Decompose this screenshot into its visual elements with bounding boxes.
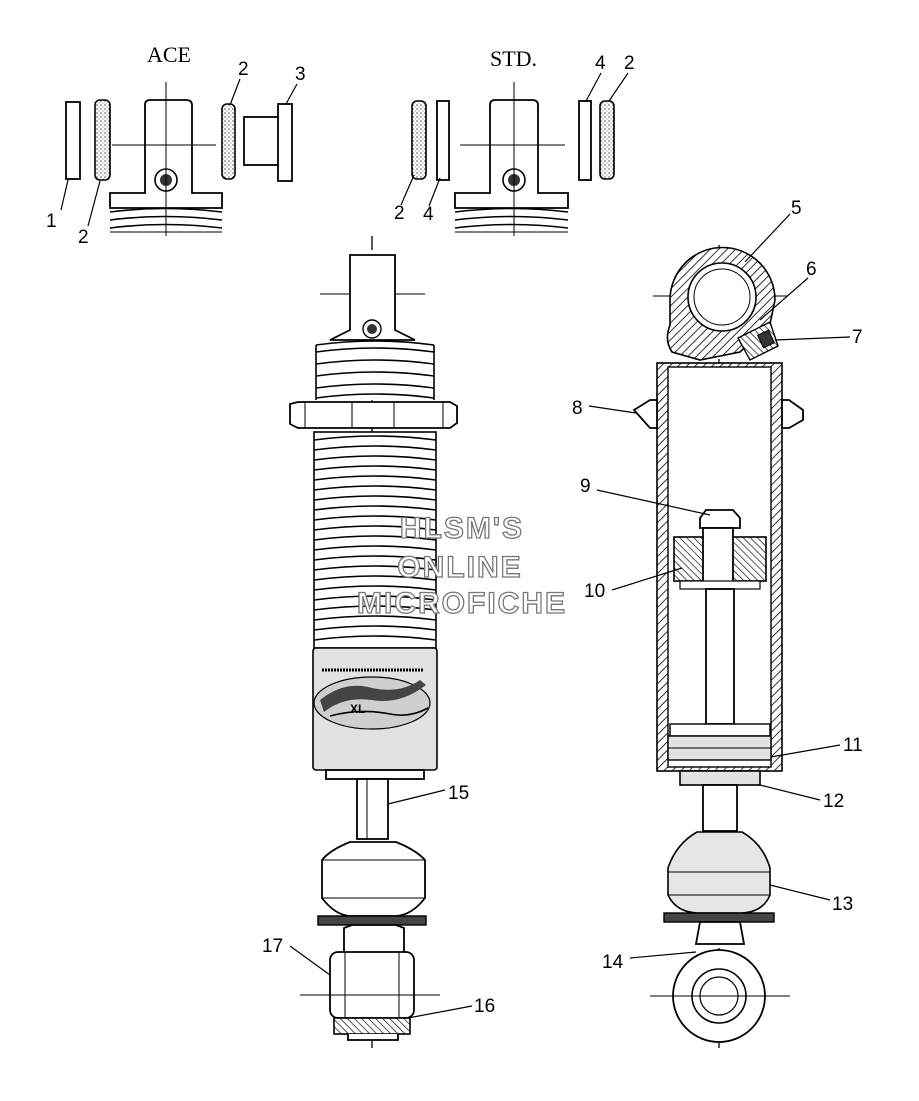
spring-coil (313, 435, 437, 441)
spring-coil (313, 605, 437, 611)
callout-11: 11 (843, 735, 863, 756)
std-bushing-2-left (411, 100, 427, 180)
piston-nut-9 (699, 509, 741, 529)
piston-rod-15 (356, 778, 389, 840)
watermark-line-1: HLSM'S (400, 512, 524, 545)
callout-6: 6 (806, 259, 817, 280)
spring-coil (313, 595, 437, 601)
end-cap-12 (679, 770, 761, 786)
schrader-7 (756, 329, 776, 349)
callout-2-std-left: 2 (394, 203, 405, 224)
callout-12: 12 (823, 791, 844, 812)
callout-4-std-right: 4 (595, 53, 606, 74)
watermark: HLSM'S ONLINE MICROFICHE (356, 511, 567, 620)
spring-coil (313, 535, 437, 541)
watermark-line-3: MICROFICHE (357, 587, 567, 620)
svg-text:XL: XL (350, 702, 365, 716)
spring-coil (313, 545, 437, 551)
ace-sleeve-3-flange (277, 103, 293, 182)
callout-15: 15 (448, 783, 469, 804)
spring-coil (313, 495, 437, 501)
top-eye-mount (329, 254, 416, 341)
shock-cutaway-view (632, 245, 804, 1048)
watermark-line-2: ONLINE (397, 551, 522, 584)
callout-14: 14 (602, 952, 624, 973)
ace-washer-1 (65, 101, 81, 180)
lower-mount-17 (329, 951, 415, 1019)
callout-17: 17 (262, 936, 283, 957)
collar-nub-8-right (781, 399, 804, 429)
callout-2-ace-left: 2 (78, 227, 89, 248)
ace-mount-detail (65, 82, 293, 236)
logo-emblem: XL (313, 668, 431, 730)
spring-coil (313, 485, 437, 491)
spring-coil (313, 615, 437, 621)
body-end-ring (325, 769, 425, 780)
callout-8: 8 (572, 398, 583, 419)
spring-coil (313, 465, 437, 471)
spring-coil (313, 555, 437, 561)
lower-bushing-16 (333, 1017, 411, 1035)
callout-3: 3 (295, 64, 306, 85)
ace-bushing-2-left (94, 99, 111, 181)
callout-16: 16 (474, 996, 495, 1017)
callout-9: 9 (580, 476, 591, 497)
ace-bushing-2-right (221, 103, 236, 180)
spring-coil (313, 575, 437, 581)
spring-coil (313, 505, 437, 511)
spring-coil (313, 445, 437, 451)
callout-1: 1 (46, 211, 57, 232)
spring-coil (313, 525, 437, 531)
bumper-boot (321, 841, 426, 917)
shock-exterior-view: XL (289, 236, 458, 1048)
std-mount-detail (411, 82, 615, 236)
callout-5: 5 (791, 198, 802, 219)
callout-2-ace-right: 2 (238, 59, 249, 80)
spring-coil (313, 625, 437, 631)
preload-collar (289, 401, 458, 429)
spring-coil (313, 585, 437, 591)
spring-coil (313, 565, 437, 571)
ace-title: ACE (147, 42, 191, 67)
callout-13: 13 (832, 894, 853, 915)
lower-flange (317, 915, 427, 926)
callout-7: 7 (852, 327, 863, 348)
std-title: STD. (490, 46, 537, 71)
callout-10: 10 (584, 581, 605, 602)
callout-4-std-left: 4 (423, 204, 434, 225)
spring-coil (313, 455, 437, 461)
std-washer-4-right (578, 100, 592, 181)
spring-coil (313, 475, 437, 481)
std-washer-4-left (436, 100, 450, 181)
std-bushing-2-right (599, 100, 615, 180)
ace-sleeve-3-barrel (243, 116, 280, 166)
std-eye-body (454, 99, 569, 209)
spring-coil (313, 635, 437, 641)
collar-nub-8-left (632, 399, 658, 429)
callout-2-std-right: 2 (624, 53, 635, 74)
spring-coil (313, 515, 437, 521)
